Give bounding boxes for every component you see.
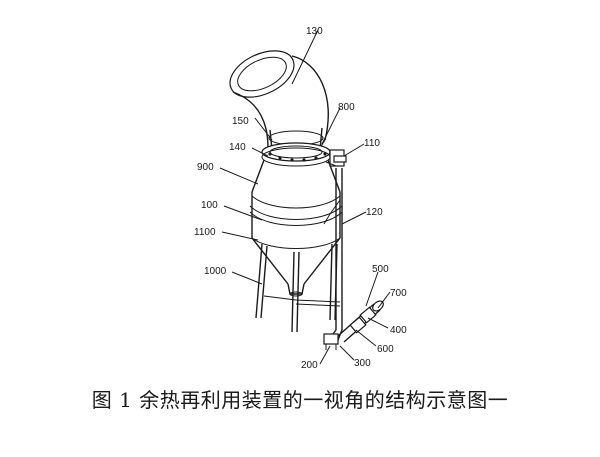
label-500: 500	[372, 264, 389, 275]
curved-duct	[229, 50, 329, 151]
label-700: 700	[390, 288, 407, 299]
label-1000: 1000	[204, 266, 227, 277]
label-200: 200	[301, 360, 318, 371]
label-140: 140	[229, 142, 246, 153]
label-130: 130	[306, 26, 323, 37]
main-vessel	[249, 159, 343, 297]
figure-caption: 图 1 余热再利用装置的一视角的结构示意图一	[91, 388, 509, 412]
label-400: 400	[390, 325, 407, 336]
bottom-valve-assembly	[323, 300, 384, 350]
label-1100: 1100	[194, 227, 216, 238]
label-800: 800	[338, 102, 355, 113]
label-900: 900	[197, 162, 214, 173]
label-110: 110	[364, 138, 380, 149]
apparatus-drawing: 130 150 800 140 110 900 100 120 1100 100…	[194, 26, 407, 371]
label-300: 300	[354, 358, 371, 369]
label-600: 600	[377, 344, 394, 355]
label-100: 100	[201, 200, 218, 211]
label-150: 150	[232, 116, 249, 127]
label-120: 120	[366, 207, 383, 218]
top-flange	[261, 142, 331, 167]
side-pipe	[323, 149, 347, 330]
support-legs	[255, 243, 341, 333]
leader-lines	[219, 29, 391, 365]
